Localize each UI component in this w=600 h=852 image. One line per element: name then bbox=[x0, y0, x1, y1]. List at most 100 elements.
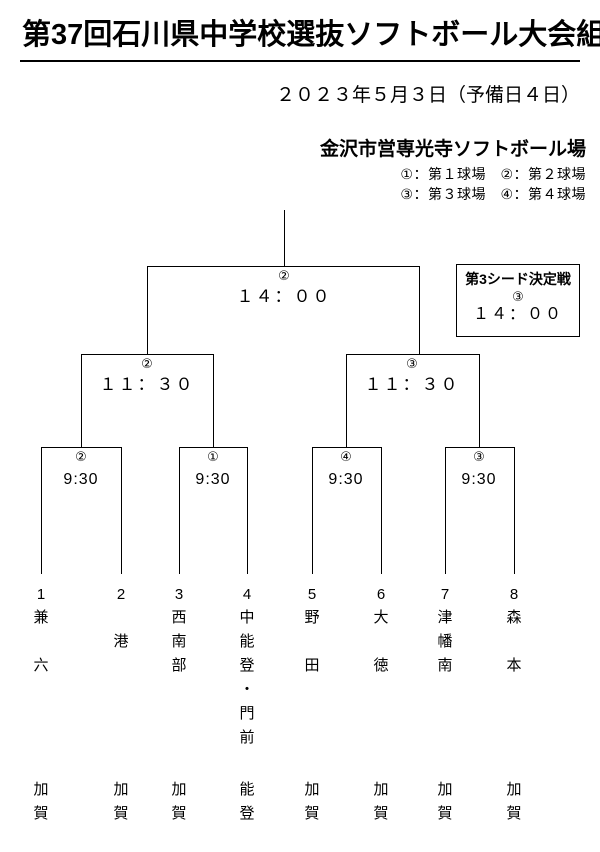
name-char: 加 bbox=[437, 781, 453, 798]
final-field: ② bbox=[278, 268, 290, 283]
team-number: 1 bbox=[36, 586, 46, 603]
name-char: 幡 bbox=[437, 633, 453, 650]
name-char: 津 bbox=[437, 609, 453, 626]
name-char: 加 bbox=[373, 781, 389, 798]
name-char bbox=[492, 630, 536, 654]
quarterfinal-2-leg-right bbox=[247, 447, 248, 574]
semifinal-1-field: ② bbox=[141, 356, 153, 371]
semifinal-1-crossbar bbox=[81, 354, 214, 355]
quarterfinal-3-leg-right bbox=[381, 447, 382, 574]
name-char: 本 bbox=[506, 657, 522, 674]
semifinal-2-leg-right bbox=[479, 354, 480, 447]
name-char: 大 bbox=[373, 609, 389, 626]
third-seed-playoff-field: ③ bbox=[512, 289, 524, 304]
name-char: 南 bbox=[437, 657, 453, 674]
semifinal-1-leg-right bbox=[213, 354, 214, 447]
team-region-3: 加賀 bbox=[157, 778, 201, 826]
name-char: 加 bbox=[171, 781, 187, 798]
team-name: 港 bbox=[99, 606, 143, 678]
team-name: 津幡南 bbox=[423, 606, 467, 678]
quarterfinal-4-leg-left bbox=[445, 447, 446, 574]
team-number: 4 bbox=[242, 586, 252, 603]
quarterfinal-1-leg-right bbox=[121, 447, 122, 574]
name-char: 賀 bbox=[304, 805, 320, 822]
name-char bbox=[19, 630, 63, 654]
team-region-6: 加賀 bbox=[359, 778, 403, 826]
team-entry-2: 2 港 bbox=[99, 584, 143, 678]
quarterfinal-2-field: ① bbox=[207, 449, 219, 464]
team-entry-7: 7 津幡南 bbox=[423, 584, 467, 678]
name-char: 賀 bbox=[33, 805, 49, 822]
quarterfinal-4-time: 9:30 bbox=[461, 471, 497, 488]
final-crossbar bbox=[147, 266, 420, 267]
team-region-8: 加賀 bbox=[492, 778, 536, 826]
team-number: 2 bbox=[116, 586, 126, 603]
name-char: 能 bbox=[239, 633, 255, 650]
name-char: 部 bbox=[171, 657, 187, 674]
quarterfinal-3-leg-left bbox=[312, 447, 313, 574]
team-entry-1: 1 兼 六 bbox=[19, 584, 63, 678]
name-char: 西 bbox=[171, 609, 187, 626]
semifinal-1-leg-left bbox=[81, 354, 82, 447]
name-char: 兼 bbox=[33, 609, 49, 626]
name-char: 登 bbox=[239, 805, 255, 822]
team-number: 5 bbox=[307, 586, 317, 603]
name-char: 野 bbox=[304, 609, 320, 626]
name-char bbox=[99, 654, 143, 678]
team-entry-6: 6 大 徳 bbox=[359, 584, 403, 678]
quarterfinal-1-crossbar bbox=[41, 447, 122, 448]
name-char: 南 bbox=[171, 633, 187, 650]
quarterfinal-1-field: ② bbox=[75, 449, 87, 464]
quarterfinal-3-field: ④ bbox=[340, 449, 352, 464]
name-char: 門 bbox=[239, 705, 255, 722]
team-number: 3 bbox=[174, 586, 184, 603]
name-char: 加 bbox=[113, 781, 129, 798]
name-char: 前 bbox=[239, 729, 255, 746]
name-char: 加 bbox=[304, 781, 320, 798]
third-seed-playoff-box: 第3シード決定戦 ③ １４：００ bbox=[456, 264, 580, 337]
quarterfinal-4-crossbar bbox=[445, 447, 514, 448]
third-seed-playoff-title: 第3シード決定戦 bbox=[465, 271, 571, 287]
team-region-7: 加賀 bbox=[423, 778, 467, 826]
final-leg-left bbox=[147, 266, 148, 354]
event-date: ２０２３年５月３日（予備日４日） bbox=[275, 85, 580, 106]
quarterfinal-1-leg-left bbox=[41, 447, 42, 574]
quarterfinal-3-time: 9:30 bbox=[328, 471, 364, 488]
field-legend: ①：第１球場 ②：第２球場 ③：第３球場 ④：第４球場 bbox=[0, 164, 586, 204]
name-char: 加 bbox=[506, 781, 522, 798]
team-entry-4: 4 中能登・門前 bbox=[225, 584, 269, 750]
name-char: 賀 bbox=[171, 805, 187, 822]
semifinal-2-time: １１：３０ bbox=[364, 375, 460, 394]
name-char: ・ bbox=[239, 681, 255, 698]
quarterfinal-1-time: 9:30 bbox=[63, 471, 99, 488]
team-name: 野 田 bbox=[290, 606, 334, 678]
quarterfinal-4-leg-right bbox=[514, 447, 515, 574]
team-entry-5: 5 野 田 bbox=[290, 584, 334, 678]
champion-stem bbox=[284, 210, 285, 266]
semifinal-2-leg-left bbox=[346, 354, 347, 447]
semifinal-2-field: ③ bbox=[406, 356, 418, 371]
quarterfinal-2-leg-left bbox=[179, 447, 180, 574]
name-char: 賀 bbox=[437, 805, 453, 822]
name-char: 賀 bbox=[506, 805, 522, 822]
venue-name: 金沢市営専光寺ソフトボール場 bbox=[319, 139, 586, 160]
quarterfinal-2-crossbar bbox=[179, 447, 248, 448]
name-char: 賀 bbox=[113, 805, 129, 822]
name-char: 登 bbox=[239, 657, 255, 674]
name-char: 六 bbox=[33, 657, 49, 674]
final-leg-right bbox=[419, 266, 420, 354]
quarterfinal-3-crossbar bbox=[312, 447, 381, 448]
team-number: 8 bbox=[509, 586, 519, 603]
team-name: 中能登・門前 bbox=[225, 606, 269, 750]
team-region-2: 加賀 bbox=[99, 778, 143, 826]
name-char: 加 bbox=[33, 781, 49, 798]
name-char: 能 bbox=[239, 781, 255, 798]
title-underline bbox=[20, 60, 580, 62]
name-char: 徳 bbox=[373, 657, 389, 674]
team-entry-8: 8 森 本 bbox=[492, 584, 536, 678]
semifinal-1-time: １１：３０ bbox=[99, 375, 195, 394]
third-seed-playoff-time: １４：００ bbox=[472, 306, 563, 323]
name-char: 港 bbox=[113, 633, 129, 650]
name-char bbox=[290, 630, 334, 654]
